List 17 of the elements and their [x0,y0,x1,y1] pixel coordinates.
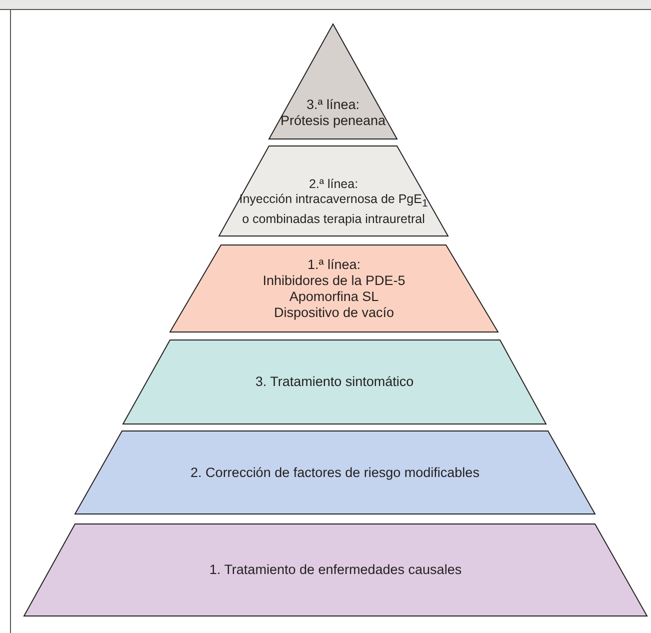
tier-heading: 2.ª línea: [308,177,358,192]
pyramid-apex [269,24,397,139]
tier-text: Inyección intracavernosa de PgE$_{1}$ o combinadas terapia intrauretral [238,192,428,227]
tier-text: 2. Corrección de factores de riesgo modificables [190,464,480,480]
tier-heading: 3.ª línea: [306,96,360,112]
tier-heading: 1.ª línea: [307,256,361,272]
pyramid-tier [75,431,595,514]
tier-text: Prótesis peneana [280,112,386,128]
pyramid-tier [170,245,498,332]
tier-text: Dispositivo de vacío [274,304,394,320]
tier-text: 1. Tratamiento de enfermedades causales [209,562,462,578]
pyramid-tier [123,340,546,424]
tier-text: Apomorfina SL [289,288,379,304]
pyramid-tier [24,524,647,616]
pyramid-tier [219,146,448,236]
tier-text: 3. Tratamiento sintomático [255,374,414,390]
tier-text: Inhibidores de la PDE-5 [262,272,406,288]
